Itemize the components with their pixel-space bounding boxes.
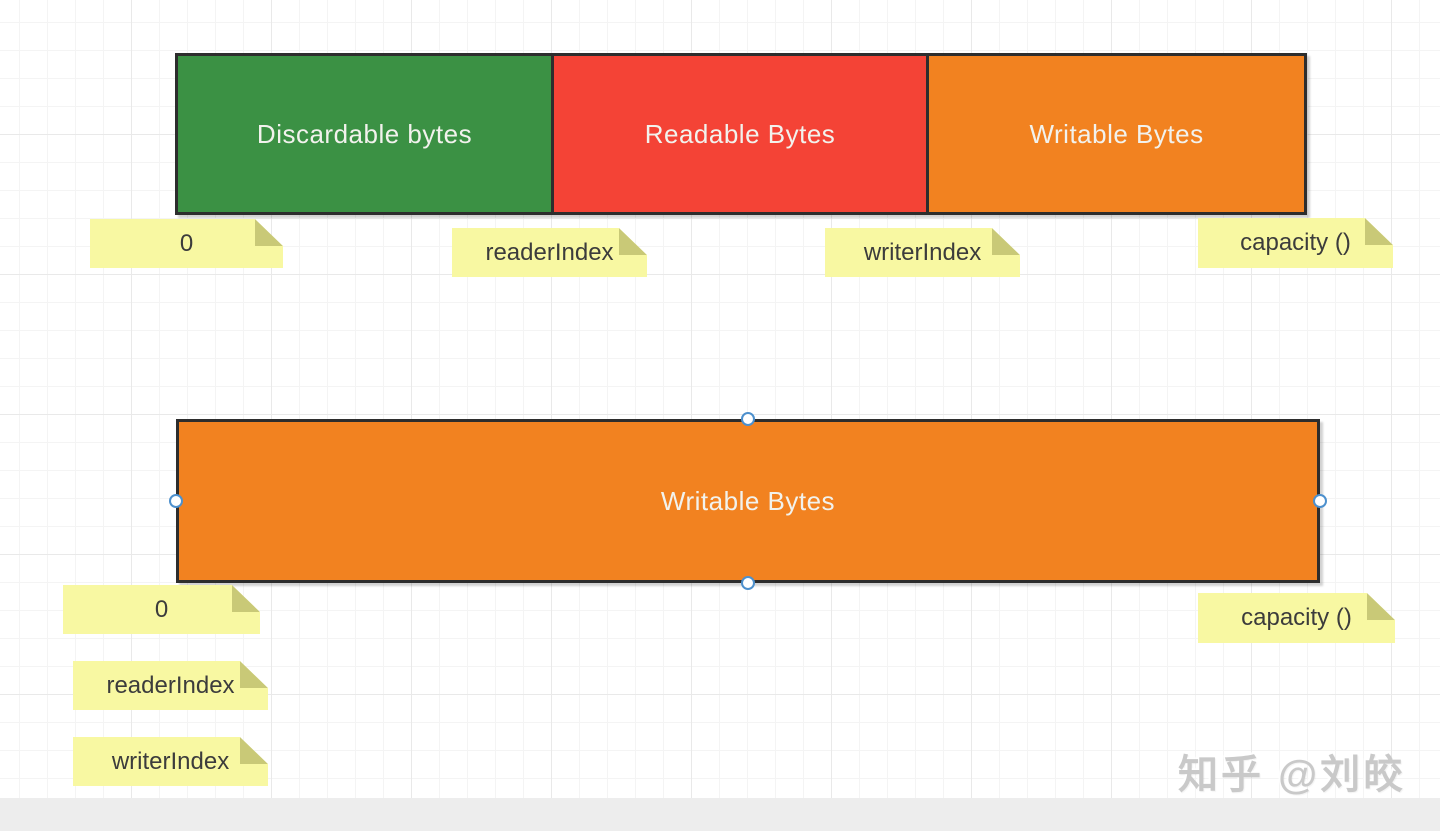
segment-writable-bytes-label: Writable Bytes — [1029, 118, 1204, 149]
note-capacity-top-label: capacity () — [1240, 229, 1351, 256]
resize-handle-top[interactable] — [741, 412, 755, 426]
folded-corner-icon — [619, 228, 647, 255]
bytebuf-segments-bar[interactable]: Discardable bytes Readable Bytes Writabl… — [175, 53, 1307, 215]
note-zero-top-label: 0 — [179, 229, 194, 257]
segment-writable-bytes[interactable]: Writable Bytes — [926, 56, 1304, 212]
folded-corner-icon — [255, 219, 283, 246]
note-reader-index-top-label: readerIndex — [485, 238, 614, 266]
segment-readable-bytes-label: Readable Bytes — [644, 118, 836, 149]
note-reader-index-bottom-label: readerIndex — [106, 671, 235, 699]
note-zero-top[interactable]: 0 — [90, 219, 283, 268]
folded-corner-icon — [232, 585, 260, 612]
folded-corner-icon — [1367, 593, 1395, 620]
note-zero-bottom[interactable]: 0 — [63, 585, 260, 634]
note-capacity-bottom-label: capacity () — [1241, 604, 1352, 631]
resize-handle-bottom[interactable] — [741, 576, 755, 590]
folded-corner-icon — [992, 228, 1020, 255]
segment-readable-bytes[interactable]: Readable Bytes — [551, 56, 927, 212]
resize-handle-left[interactable] — [169, 494, 183, 508]
note-capacity-bottom[interactable]: capacity () — [1198, 593, 1395, 643]
folded-corner-icon — [240, 661, 268, 688]
note-writer-index-bottom-label: writerIndex — [111, 747, 230, 775]
note-zero-bottom-label: 0 — [154, 595, 169, 623]
writable-bytes-box-label: Writable Bytes — [660, 485, 836, 516]
note-writer-index-top-label: writerIndex — [863, 238, 982, 266]
bottom-bar — [0, 798, 1440, 831]
segment-discardable-bytes-label: Discardable bytes — [256, 118, 473, 149]
resize-handle-right[interactable] — [1313, 494, 1327, 508]
folded-corner-icon — [1365, 218, 1393, 245]
segment-discardable-bytes[interactable]: Discardable bytes — [178, 56, 551, 212]
note-capacity-top[interactable]: capacity () — [1198, 218, 1393, 268]
folded-corner-icon — [240, 737, 268, 764]
note-writer-index-bottom[interactable]: writerIndex — [73, 737, 268, 786]
note-writer-index-top[interactable]: writerIndex — [825, 228, 1020, 277]
note-reader-index-bottom[interactable]: readerIndex — [73, 661, 268, 710]
note-reader-index-top[interactable]: readerIndex — [452, 228, 647, 277]
zhihu-watermark: 知乎 @刘皎 — [1178, 753, 1407, 797]
writable-bytes-box[interactable]: Writable Bytes — [176, 419, 1320, 583]
